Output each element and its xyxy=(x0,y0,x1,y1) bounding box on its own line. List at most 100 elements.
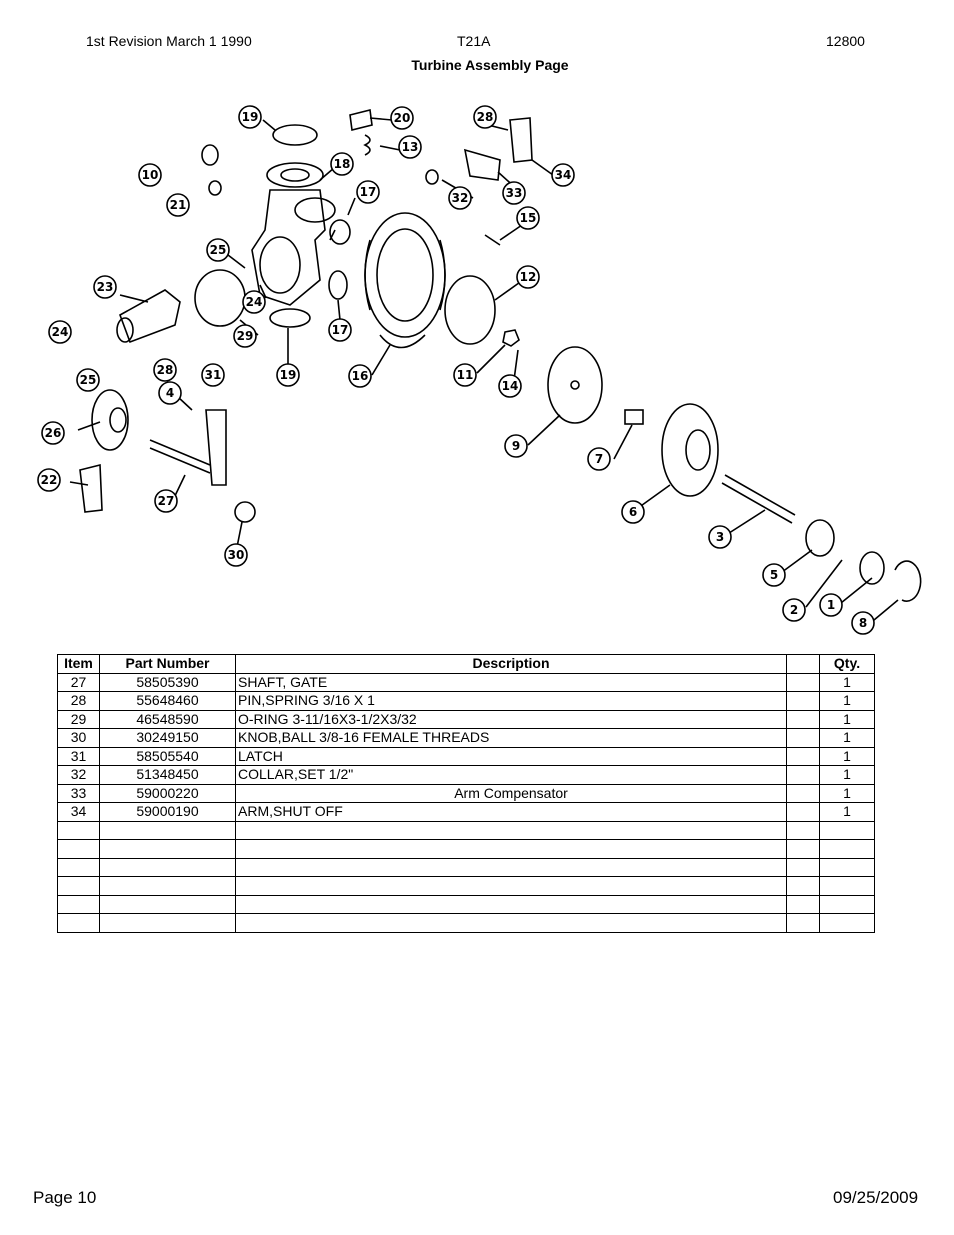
description-cell xyxy=(235,913,787,933)
qty-cell: 1 xyxy=(819,765,875,785)
item-cell xyxy=(57,839,100,859)
blank-cell xyxy=(786,839,820,859)
part-number-cell: 51348450 xyxy=(99,765,236,785)
blank-cell xyxy=(786,876,820,896)
callout-22: 22 xyxy=(37,468,61,492)
blank-cell xyxy=(786,691,820,711)
description-cell xyxy=(235,894,787,914)
callout-17: 17 xyxy=(356,180,380,204)
callout-28: 28 xyxy=(153,358,177,382)
callout-label: 19 xyxy=(280,368,297,382)
callout-12: 12 xyxy=(516,265,540,289)
part-number-cell xyxy=(99,913,236,933)
part-number-cell: 59000190 xyxy=(99,802,236,822)
callout-label: 15 xyxy=(520,211,537,225)
item-cell: 31 xyxy=(57,746,100,766)
part-number-cell: 58505390 xyxy=(99,672,236,692)
callout-14: 14 xyxy=(498,374,522,398)
part-number-cell xyxy=(99,820,236,840)
header-item: Item xyxy=(57,654,100,674)
part-number-cell: 59000220 xyxy=(99,783,236,803)
blank-cell xyxy=(786,765,820,785)
callout-label: 30 xyxy=(228,548,245,562)
callout-label: 2 xyxy=(790,603,798,617)
blank-cell xyxy=(786,894,820,914)
callout-24: 24 xyxy=(242,290,266,314)
page-title: Turbine Assembly Page xyxy=(411,57,569,73)
callout-label: 7 xyxy=(595,452,603,466)
blank-cell xyxy=(786,820,820,840)
qty-cell xyxy=(819,913,875,933)
callout-31: 31 xyxy=(201,363,225,387)
item-cell: 30 xyxy=(57,728,100,748)
table-row xyxy=(57,913,875,933)
part-number-cell xyxy=(99,857,236,877)
callout-label: 24 xyxy=(52,325,69,339)
blank-cell xyxy=(786,913,820,933)
callout-label: 16 xyxy=(352,369,369,383)
item-cell: 29 xyxy=(57,709,100,729)
callout-15: 15 xyxy=(516,206,540,230)
description-cell: KNOB,BALL 3/8-16 FEMALE THREADS xyxy=(235,728,787,748)
callout-label: 31 xyxy=(205,368,222,382)
qty-cell xyxy=(819,820,875,840)
description-cell: O-RING 3-11/16X3-1/2X3/32 xyxy=(235,709,787,729)
qty-cell: 1 xyxy=(819,728,875,748)
part-number-cell xyxy=(99,876,236,896)
callout-label: 24 xyxy=(246,295,263,309)
callout-label: 32 xyxy=(452,191,469,205)
callout-24: 24 xyxy=(48,320,72,344)
part-number-cell xyxy=(99,894,236,914)
callout-19: 19 xyxy=(238,105,262,129)
description-cell xyxy=(235,820,787,840)
callout-label: 28 xyxy=(477,110,494,124)
item-cell: 28 xyxy=(57,691,100,711)
qty-cell: 1 xyxy=(819,746,875,766)
qty-cell xyxy=(819,839,875,859)
header-code: 12800 xyxy=(826,33,865,49)
callout-28: 28 xyxy=(473,105,497,129)
item-cell xyxy=(57,857,100,877)
description-cell: SHAFT, GATE xyxy=(235,672,787,692)
callout-label: 13 xyxy=(402,140,419,154)
callout-8: 8 xyxy=(851,611,875,635)
callout-label: 34 xyxy=(555,168,572,182)
callout-9: 9 xyxy=(504,434,528,458)
callout-25: 25 xyxy=(76,368,100,392)
callout-20: 20 xyxy=(390,106,414,130)
callout-1: 1 xyxy=(819,593,843,617)
callout-label: 17 xyxy=(332,323,349,337)
callout-3: 3 xyxy=(708,525,732,549)
callout-label: 20 xyxy=(394,111,411,125)
callout-label: 8 xyxy=(859,616,867,630)
callout-label: 11 xyxy=(457,368,474,382)
item-cell xyxy=(57,820,100,840)
callout-label: 10 xyxy=(142,168,159,182)
table-header-row: Item Part Number Description Qty. xyxy=(57,654,875,674)
callout-label: 18 xyxy=(334,157,351,171)
header-description: Description xyxy=(235,654,787,674)
callout-33: 33 xyxy=(502,181,526,205)
qty-cell: 1 xyxy=(819,691,875,711)
callout-5: 5 xyxy=(762,563,786,587)
callout-26: 26 xyxy=(41,421,65,445)
callout-16: 16 xyxy=(348,364,372,388)
qty-cell: 1 xyxy=(819,802,875,822)
part-number-cell xyxy=(99,839,236,859)
description-cell xyxy=(235,857,787,877)
callout-10: 10 xyxy=(138,163,162,187)
header-qty: Qty. xyxy=(819,654,875,674)
table-row xyxy=(57,894,875,914)
header-blank xyxy=(786,654,820,674)
callout-label: 4 xyxy=(166,386,174,400)
callout-32: 32 xyxy=(448,186,472,210)
callout-19: 19 xyxy=(276,363,300,387)
description-cell xyxy=(235,839,787,859)
blank-cell xyxy=(786,728,820,748)
callout-label: 19 xyxy=(242,110,259,124)
